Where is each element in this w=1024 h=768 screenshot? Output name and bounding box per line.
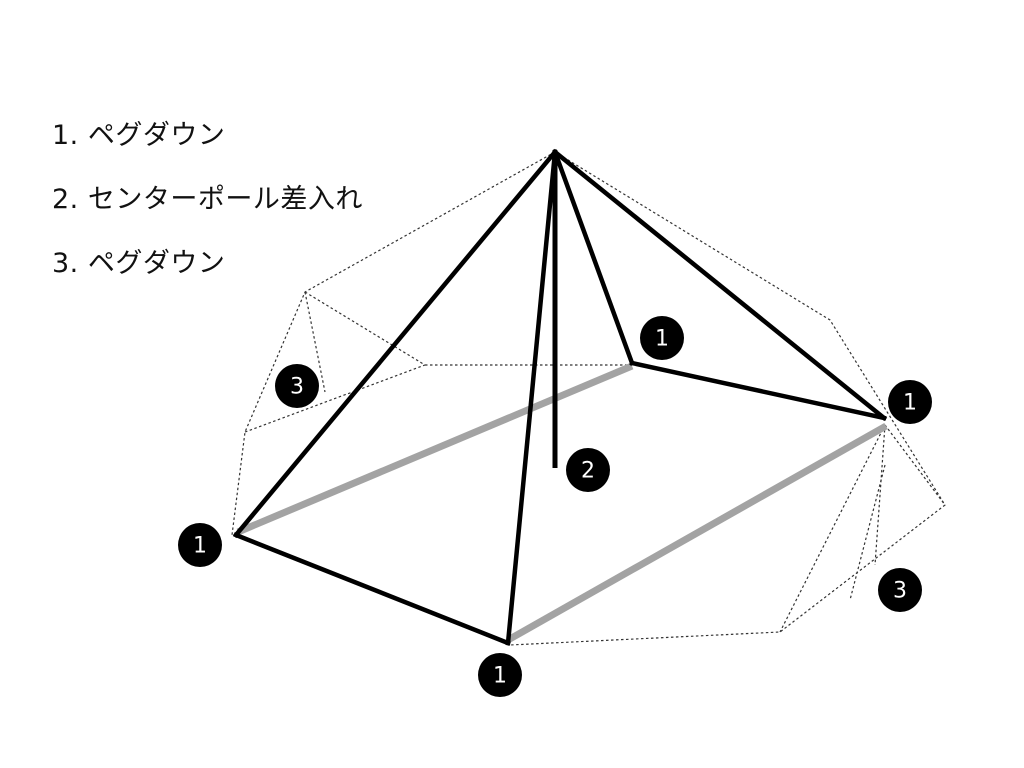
marker-peg-back-right: 1 bbox=[888, 380, 932, 424]
ridge-front-center bbox=[505, 149, 558, 646]
guy-line-right-2 bbox=[779, 424, 886, 633]
marker-guy-right: 3 bbox=[878, 568, 922, 612]
guy-line-right-3 bbox=[884, 424, 946, 506]
marker-guy-left: 3 bbox=[275, 364, 319, 408]
floor-edges bbox=[236, 362, 888, 644]
marker-label: 1 bbox=[193, 534, 207, 559]
marker-label: 3 bbox=[893, 579, 907, 604]
fly-outline-right bbox=[509, 151, 946, 646]
legend-text: ペグダウン bbox=[87, 120, 226, 151]
marker-label: 3 bbox=[290, 375, 304, 400]
legend-item-2: 2. センターポール差入れ bbox=[52, 177, 363, 216]
marker-peg-back-inner: 1 bbox=[640, 316, 684, 360]
marker-peg-front-left: 1 bbox=[178, 523, 222, 567]
ridge-back-inner bbox=[552, 149, 635, 366]
guy-line-left-3 bbox=[244, 364, 426, 433]
legend-item-3: 3. ペグダウン bbox=[52, 241, 225, 280]
base-back-right bbox=[629, 360, 887, 421]
legend-number: 3. bbox=[52, 248, 79, 279]
guy-line-left-2 bbox=[304, 291, 426, 366]
marker-peg-front-center: 1 bbox=[478, 653, 522, 697]
marker-label: 1 bbox=[903, 391, 917, 416]
legend-number: 1. bbox=[52, 120, 79, 151]
ridge-front-left bbox=[232, 148, 559, 539]
floor-edge-back bbox=[236, 362, 634, 536]
legend-text: センターポール差入れ bbox=[87, 184, 363, 215]
marker-label: 2 bbox=[581, 459, 595, 484]
marker-label: 1 bbox=[655, 327, 669, 352]
marker-center-pole: 2 bbox=[566, 448, 610, 492]
guy-line-right-4 bbox=[849, 464, 886, 601]
ridge-right bbox=[551, 148, 888, 422]
guide-lines bbox=[231, 151, 946, 646]
floor-edge-front bbox=[506, 422, 888, 644]
legend-number: 2. bbox=[52, 184, 79, 215]
tent-frame bbox=[232, 148, 888, 646]
legend-text: ペグダウン bbox=[87, 248, 226, 279]
legend-item-1: 1. ペグダウン bbox=[52, 113, 225, 152]
fly-outline-back bbox=[231, 151, 556, 536]
guy-line-right-1 bbox=[874, 424, 886, 566]
guy-line-left-1 bbox=[304, 291, 326, 393]
marker-label: 1 bbox=[493, 664, 507, 689]
base-front bbox=[233, 532, 511, 646]
